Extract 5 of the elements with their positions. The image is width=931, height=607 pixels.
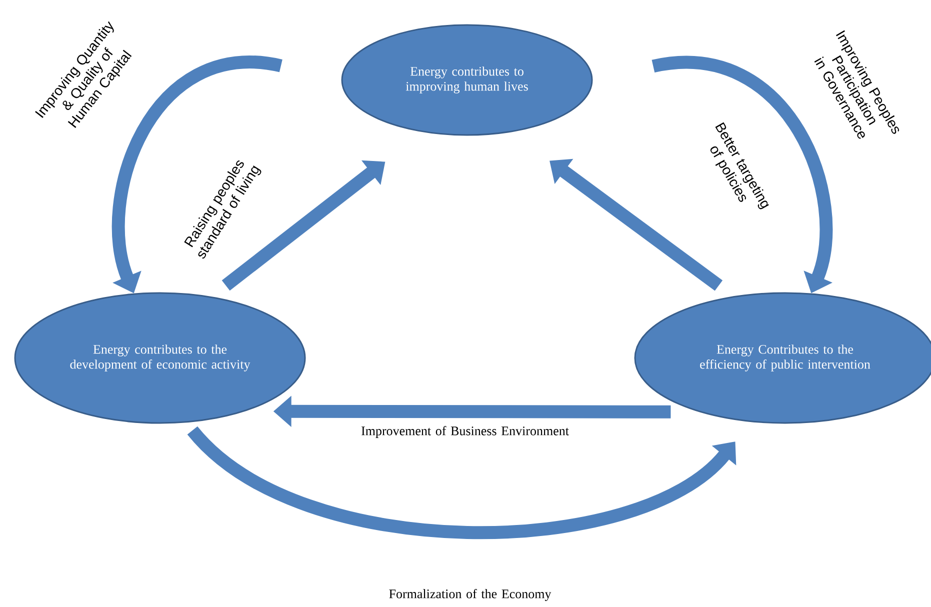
edge-label: Improvement of Business Environment [362,426,569,438]
ellipse-node: Energy Contributes to the efficiency of public intervention [634,292,931,424]
edge-label: Formalization of the Economy [389,589,552,601]
ellipse-node: Energy contributes to the development of economic activity [14,292,306,424]
ellipse-node: Energy contributes to improving human lives [341,24,593,136]
